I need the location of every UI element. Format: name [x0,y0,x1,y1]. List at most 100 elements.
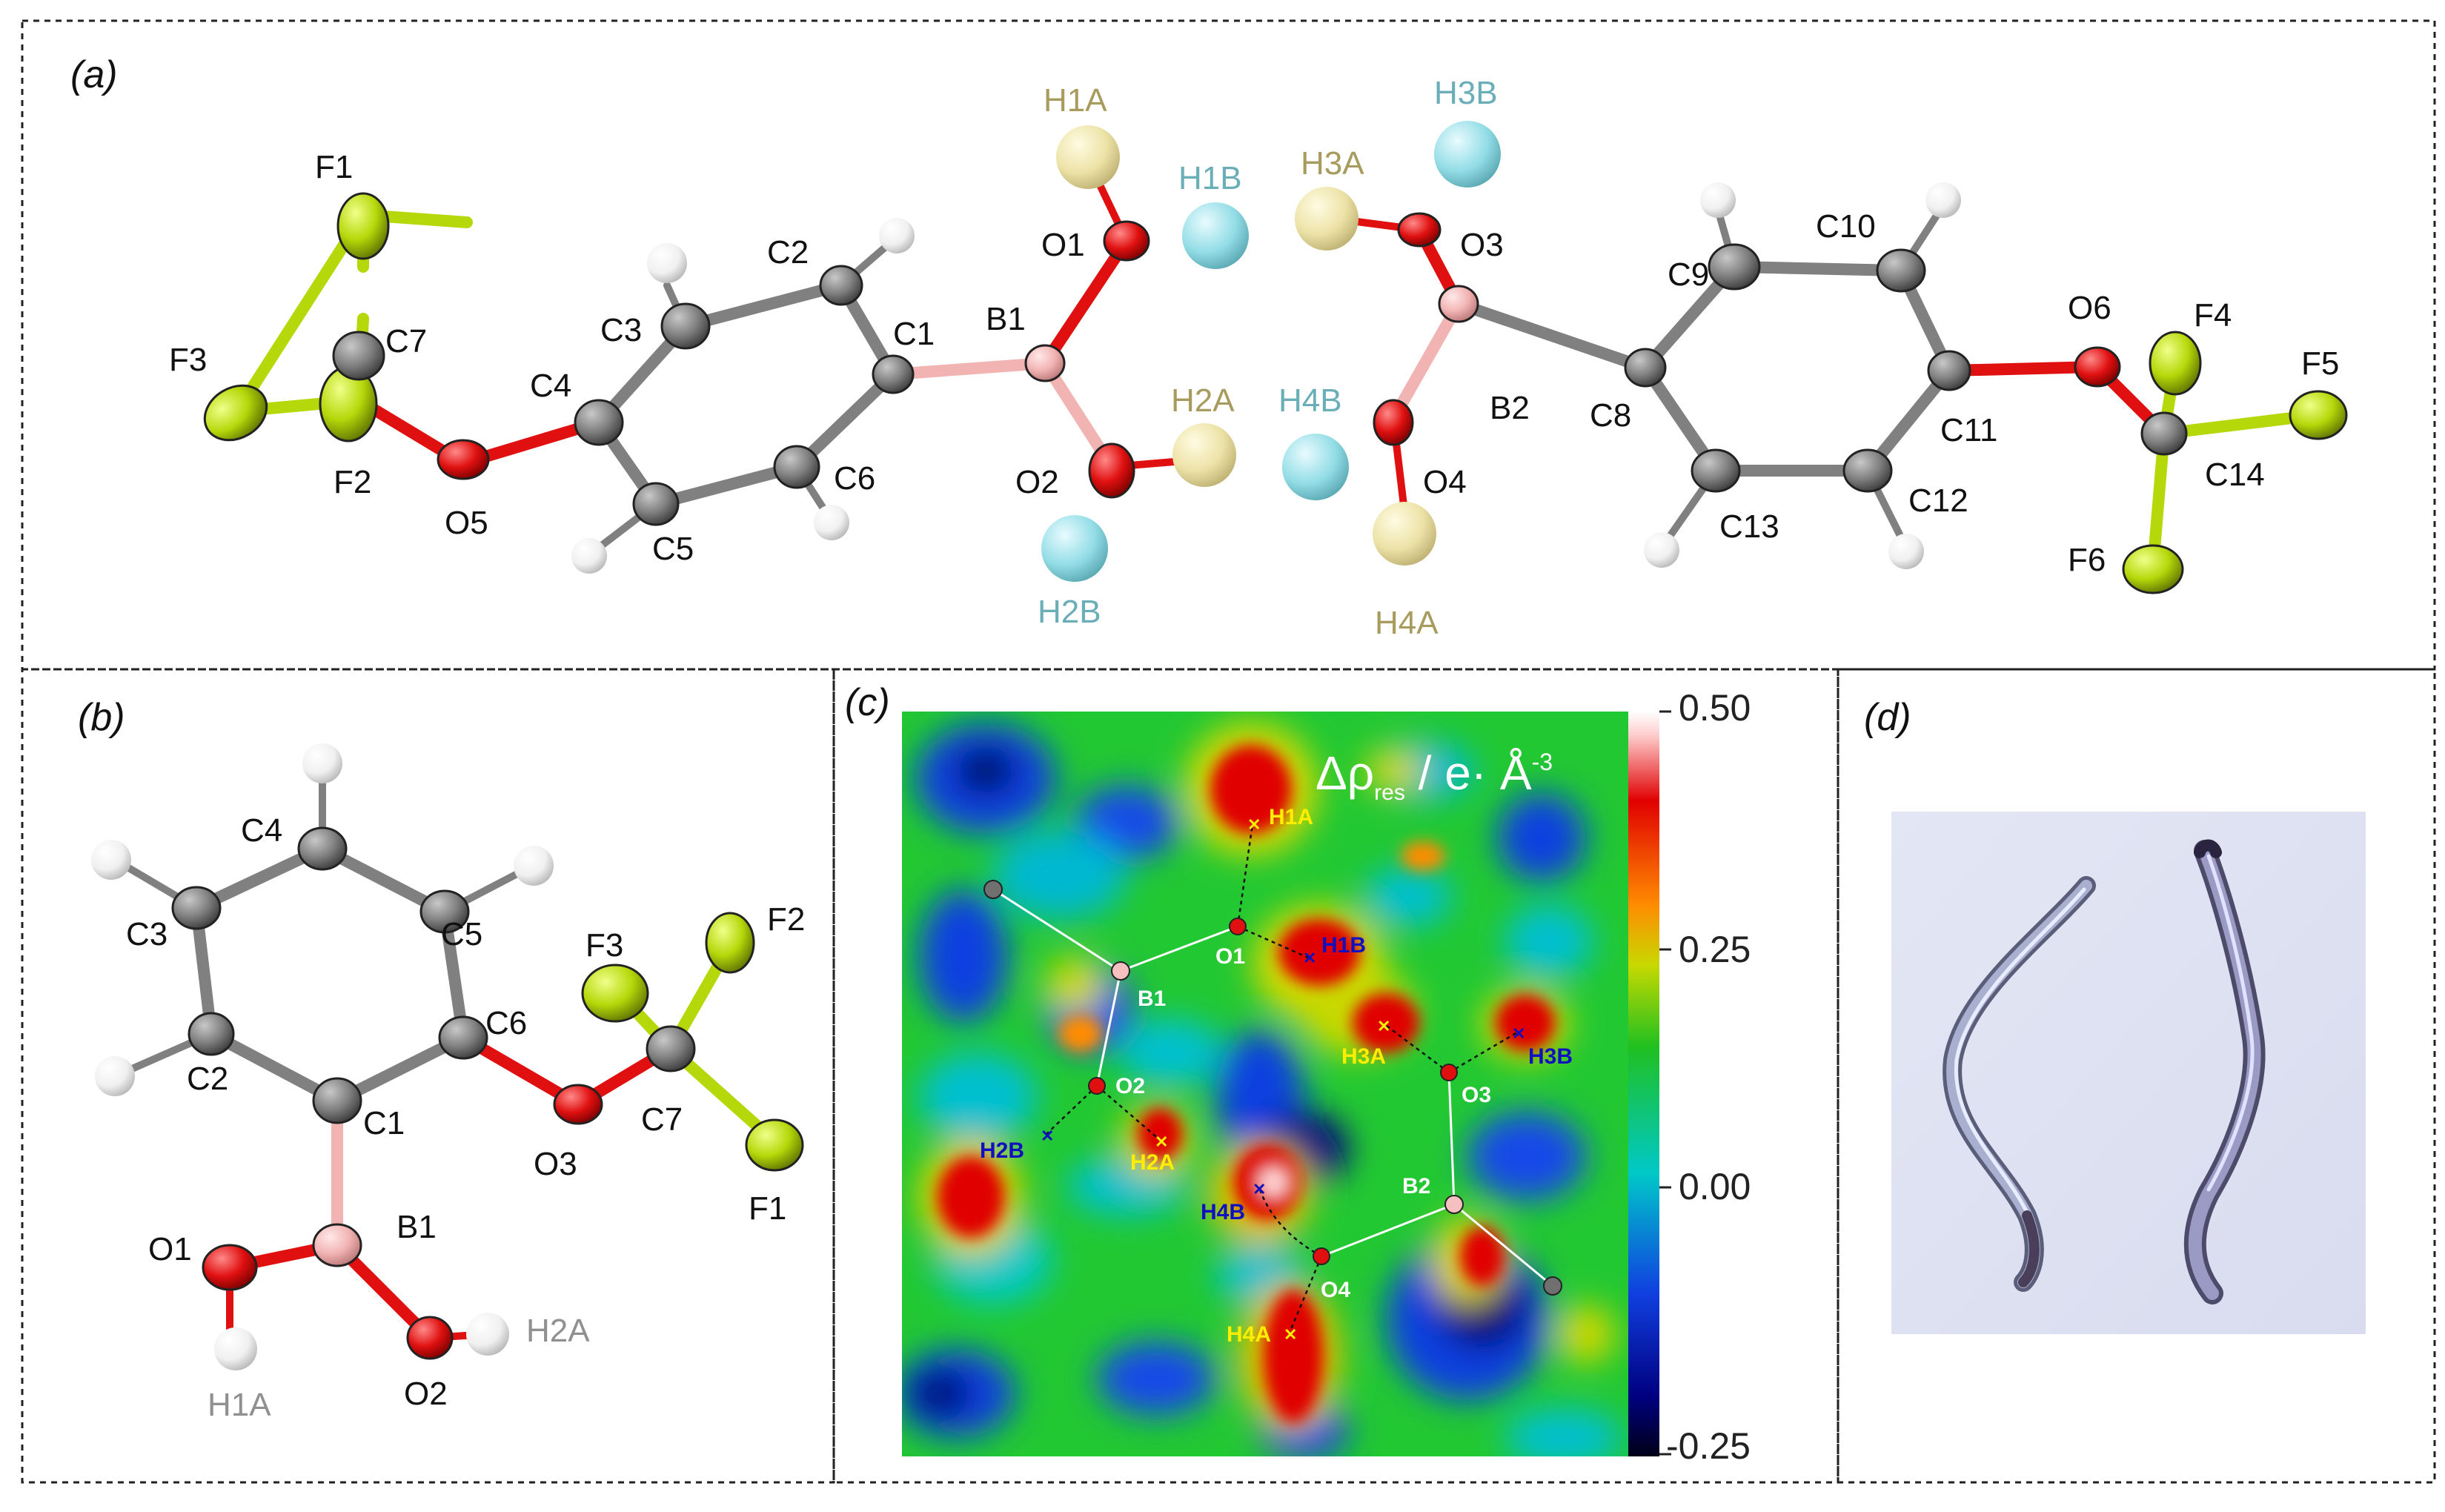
panel-a-hydrogens [571,182,1961,574]
svg-text:✕: ✕ [1041,1127,1054,1145]
svg-text:O3: O3 [1460,227,1504,263]
panel-a-borons [1024,285,1479,382]
panel-label-d: (d) [1864,696,1911,739]
panel-c-density-map: ✕ ✕ ✕ ✕ ✕ ✕ ✕ ✕ H1A O1 H1B B1 H3A H3B O2… [902,687,1751,1467]
svg-text:C1: C1 [363,1105,405,1141]
svg-text:C14: C14 [2205,457,2265,493]
svg-text:F6: F6 [2068,542,2106,578]
svg-text:O1: O1 [148,1231,192,1267]
svg-text:C6: C6 [834,460,875,497]
map-label-h3b: H3B [1528,1044,1573,1069]
panel-a-molecule: F1 F3 C7 F2 C4 O5 C3 C2 C5 C1 C6 B1 O1 O… [169,75,2348,641]
svg-text:C6: C6 [485,1005,527,1041]
svg-text:C10: C10 [1816,208,1876,245]
svg-text:C5: C5 [441,916,482,952]
svg-text:O3: O3 [534,1146,577,1182]
svg-text:H1A: H1A [1044,82,1107,119]
svg-text:✕: ✕ [1377,1017,1390,1035]
panel-b-labels: C4 C3 C5 F3 F2 C6 C2 C1 C7 O3 F1 O1 B1 O… [126,812,805,1423]
colorbar-tick-025: 0.25 [1679,929,1751,970]
svg-text:C5: C5 [652,531,694,567]
svg-text:O6: O6 [2068,290,2111,326]
svg-text:H1B: H1B [1178,160,1242,196]
svg-text:H1A: H1A [208,1387,271,1423]
map-label-o3: O3 [1462,1083,1491,1107]
panel-label-b: (b) [78,696,125,739]
svg-text:H2A: H2A [1171,382,1235,419]
panel-borders [21,19,2436,1484]
svg-text:O4: O4 [1423,464,1467,500]
svg-text:H2A: H2A [526,1313,590,1349]
svg-text:F4: F4 [2194,297,2232,334]
panel-a-h-tan [1056,125,1436,566]
svg-text:B1: B1 [397,1209,437,1245]
map-label-h4a: H4A [1227,1322,1271,1347]
svg-text:C7: C7 [385,323,427,359]
panel-a-h-cyan [1041,121,1501,582]
svg-text:✕: ✕ [1284,1325,1297,1344]
panel-a-oxygens [437,212,2121,499]
svg-text:B2: B2 [1490,390,1530,426]
colorbar-tick-m025: -0.25 [1666,1425,1751,1467]
panel-d-crystal-photo [1891,812,2366,1334]
svg-text:H4A: H4A [1375,605,1439,641]
svg-text:O1: O1 [1041,227,1085,263]
svg-text:C4: C4 [530,368,571,404]
svg-text:H3B: H3B [1434,75,1498,111]
panel-label-a: (a) [70,53,118,96]
svg-text:F3: F3 [585,927,623,964]
panel-b-molecule: C4 C3 C5 F3 F2 C6 C2 C1 C7 O3 F1 O1 B1 O… [91,743,805,1423]
panel-c-overlay: ✕ ✕ ✕ ✕ ✕ ✕ ✕ ✕ H1A O1 H1B B1 H3A H3B O2… [980,746,1573,1347]
svg-text:O2: O2 [1015,464,1059,500]
svg-text:F5: F5 [2301,345,2339,382]
panel-a-fluorines [203,192,2348,594]
svg-text:C3: C3 [600,312,642,348]
map-label-h2a: H2A [1130,1150,1175,1175]
svg-text:C12: C12 [1908,483,1968,519]
svg-text:F1: F1 [315,149,353,185]
svg-text:H4B: H4B [1278,382,1342,419]
map-label-b2: B2 [1402,1174,1430,1198]
svg-text:F3: F3 [169,342,207,378]
colorbar: 0.50 0.25 0.00 -0.25 [1628,687,1751,1467]
colorbar-tick-050: 0.50 [1679,687,1751,729]
svg-text:C8: C8 [1590,397,1631,434]
svg-text:C1: C1 [893,316,935,352]
map-label-b1: B1 [1138,987,1166,1011]
map-label-h3a: H3A [1341,1044,1386,1069]
svg-text:F1: F1 [749,1190,786,1227]
svg-text:O5: O5 [445,505,488,541]
map-label-h1a: H1A [1269,805,1313,829]
panel-a-carbons [332,243,2188,526]
map-label-h4b: H4B [1201,1200,1245,1224]
map-label-h2b: H2B [980,1138,1024,1163]
panel-label-c: (c) [845,681,890,724]
map-title: Δρres / e· Å-3 [1316,746,1553,805]
svg-text:C7: C7 [641,1101,683,1138]
svg-text:C4: C4 [241,812,282,849]
map-label-h1b: H1B [1321,933,1366,958]
svg-text:B1: B1 [986,301,1026,337]
map-label-o4: O4 [1321,1278,1350,1302]
svg-text:C9: C9 [1668,256,1709,293]
svg-text:C3: C3 [126,916,167,952]
svg-text:C2: C2 [187,1061,228,1097]
svg-text:✕: ✕ [1253,1180,1266,1198]
svg-text:O2: O2 [404,1376,448,1412]
svg-text:✕: ✕ [1303,949,1316,967]
svg-text:C2: C2 [767,234,809,271]
svg-text:✕: ✕ [1155,1133,1168,1151]
map-label-o1: O1 [1215,944,1245,969]
map-label-o2: O2 [1115,1074,1145,1098]
svg-text:F2: F2 [767,901,805,938]
svg-text:✕: ✕ [1512,1024,1525,1043]
svg-text:F2: F2 [334,464,371,500]
svg-text:H3A: H3A [1301,145,1364,182]
panel-a-labels: F1 F3 C7 F2 C4 O5 C3 C2 C5 C1 C6 B1 O1 O… [169,75,2339,641]
svg-text:C13: C13 [1719,508,1779,545]
svg-text:✕: ✕ [1247,815,1261,834]
svg-text:H2B: H2B [1038,594,1101,630]
svg-text:C11: C11 [1940,412,1997,448]
colorbar-tick-000: 0.00 [1679,1166,1751,1207]
